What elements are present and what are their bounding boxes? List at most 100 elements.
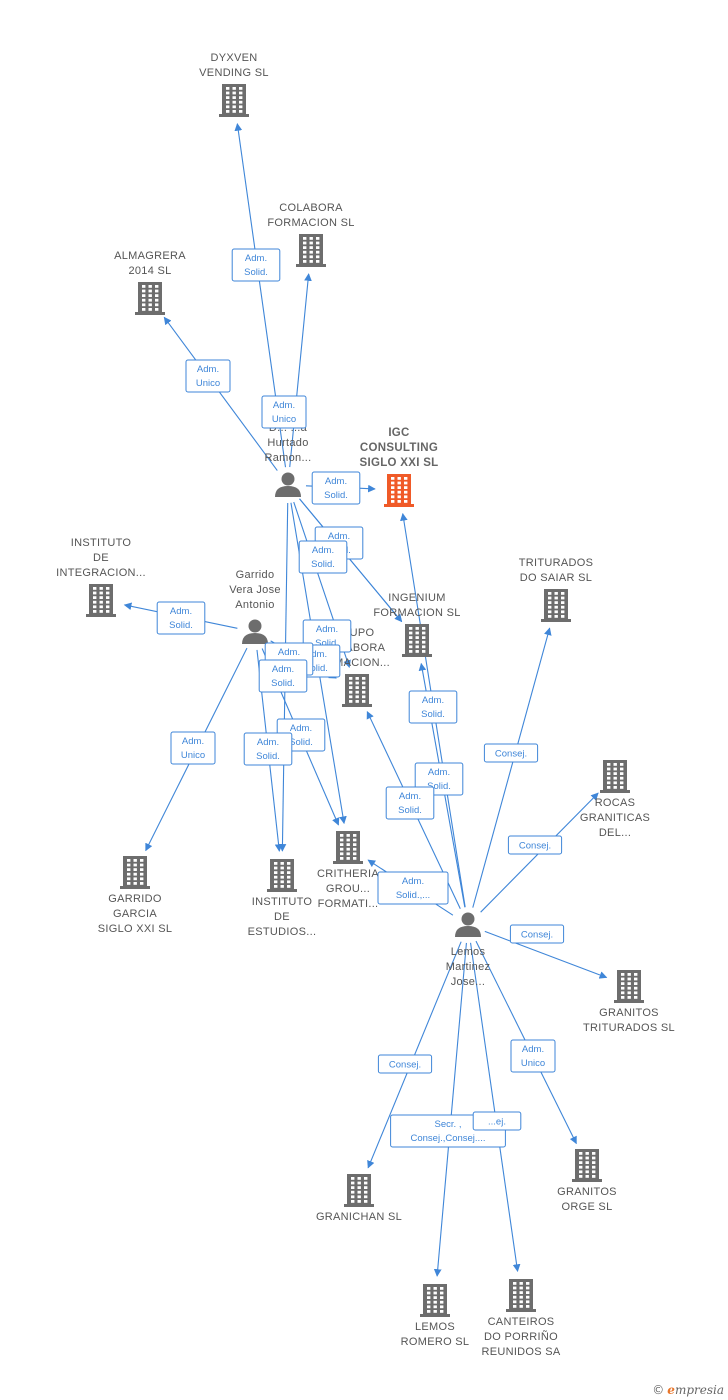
relation-label-20[interactable]: Adm.Solid.,... (377, 871, 449, 905)
node-label-line: DYXVEN (210, 52, 257, 64)
relation-label-text: Adm. (522, 1044, 544, 1055)
relation-label-24[interactable]: ...ej. (472, 1111, 522, 1131)
relation-label-text: Adm. (399, 791, 421, 802)
node-label-line: Lemos (451, 946, 486, 958)
node-label-line: INTEGRACION... (56, 567, 146, 579)
node-label-line: 2014 SL (128, 265, 171, 277)
relation-label-22[interactable]: Adm.Unico (510, 1039, 556, 1073)
relation-label-text: Adm. (428, 767, 450, 778)
relation-label-text: Solid. (256, 751, 280, 762)
relation-label-12[interactable]: Adm.Solid. (243, 732, 293, 766)
node-label-line: ALMAGRERA (114, 250, 186, 262)
node-label-line: TRITURADOS SL (583, 1022, 675, 1034)
node-colabora[interactable]: COLABORA FORMACION SL (267, 202, 354, 267)
relation-label-text: Adm. (325, 476, 347, 487)
relation-label-17[interactable]: Consej. (483, 743, 539, 763)
relation-label-6[interactable]: Adm.Solid. (302, 619, 352, 653)
node-label-line: Jose... (451, 976, 486, 988)
node-almagrera[interactable]: ALMAGRERA 2014 SL (114, 250, 186, 315)
node-label-line: FORMACION SL (267, 217, 354, 229)
building-icon (600, 760, 630, 793)
relation-label-13[interactable]: Adm.Solid. (258, 659, 308, 693)
relation-label-text: Adm. (273, 400, 295, 411)
relation-label-text: Solid. (289, 737, 313, 748)
relation-label-text: Solid. (304, 663, 328, 674)
person-icon (455, 912, 481, 937)
relation-label-text: Consej. (495, 749, 527, 760)
node-crytheria[interactable]: CRITHERIAGROU...FORMATI... (317, 831, 379, 910)
relation-label-text: Solid. (311, 559, 335, 570)
relation-label-text: Consej. (521, 930, 553, 941)
relation-label-text: Adm. (290, 723, 312, 734)
node-granitos-triturados[interactable]: GRANITOS TRITURADOS SL (583, 970, 675, 1034)
relation-label-21[interactable]: Consej. (377, 1054, 433, 1074)
node-label-line: Hurtado (267, 437, 308, 449)
node-label-line: Vera Jose (229, 584, 281, 596)
relation-label-0[interactable]: Adm.Solid. (231, 248, 281, 282)
building-icon (267, 859, 297, 892)
node-label-line: ROMERO SL (401, 1336, 470, 1348)
relation-label-text: Unico (196, 378, 220, 389)
node-label-line: SIGLO XXI SL (359, 457, 438, 469)
node-label-line: ROCAS (595, 797, 636, 809)
building-icon (614, 970, 644, 1003)
relation-label-1[interactable]: Adm.Unico (261, 395, 307, 429)
relation-label-19[interactable]: Consej. (509, 924, 565, 944)
node-rocas[interactable]: ROCASGRANITICASDEL... (580, 760, 650, 839)
node-lemos-martinez[interactable]: LemosMartinezJose... (446, 912, 491, 989)
node-label-line: GRANITOS (599, 1007, 659, 1019)
relation-label-text: Adm. (316, 624, 338, 635)
node-label-line: Antonio (235, 599, 274, 611)
node-label-line: DE (93, 552, 109, 564)
node-label-line: DO PORRIÑO (484, 1330, 558, 1343)
relation-labels-layer: Adm.Solid.Adm.UnicoAdm.UnicoAdm.Solid.Ad… (156, 248, 565, 1148)
relation-label-11[interactable]: Adm.Unico (170, 731, 216, 765)
node-instituto-int[interactable]: INSTITUTO DE INTEGRACION... (56, 537, 146, 617)
node-label-line: REUNIDOS SA (481, 1346, 560, 1358)
node-label-line: Ramon... (264, 452, 311, 464)
edge-lemos_martinez-lemos_romero (433, 942, 467, 1277)
relation-label-18[interactable]: Consej. (507, 835, 563, 855)
node-instituto-est[interactable]: INSTITUTODEESTUDIOS... (248, 859, 317, 938)
node-dhr[interactable]: D... ...aHurtadoRamon... (264, 422, 311, 497)
relation-label-text: Adm. (422, 695, 444, 706)
node-label-line: DEL... (599, 827, 631, 839)
relation-label-text: Adm. (182, 736, 204, 747)
relation-label-3[interactable]: Adm.Solid. (311, 471, 361, 505)
node-label-line: INSTITUTO (71, 537, 132, 549)
relation-label-16[interactable]: Adm.Solid. (385, 786, 435, 820)
node-label-line: COLABORA (279, 202, 343, 214)
relation-label-text: Adm. (312, 545, 334, 556)
brand-initial: e (667, 1383, 675, 1397)
relation-label-2[interactable]: Adm.Unico (185, 359, 231, 393)
edge-dhr-almagrera (163, 316, 278, 471)
relation-label-15[interactable]: Adm. Solid. (408, 690, 458, 724)
node-label-line: GRANITOS (557, 1186, 617, 1198)
relation-label-text: Consej. (519, 841, 551, 852)
node-label-line: FORMATI... (318, 898, 379, 910)
building-icon (342, 674, 372, 707)
relation-label-text: Secr. , (435, 1119, 462, 1130)
relation-label-9[interactable]: Adm.Solid. (156, 601, 206, 635)
relation-label-text: Adm. (278, 647, 300, 658)
relation-label-text: Solid. (271, 678, 295, 689)
node-granichan[interactable]: GRANICHAN SL (316, 1174, 402, 1223)
node-label-line: Garrido (236, 569, 275, 581)
relation-label-text: Consej.,Consej.... (411, 1133, 486, 1144)
node-label-line: INSTITUTO (252, 896, 313, 908)
relation-label-text: Adm. (402, 876, 424, 887)
node-label-line: ...MACION... (324, 657, 390, 669)
relation-label-5[interactable]: Adm. Solid. (298, 540, 348, 574)
building-icon (333, 831, 363, 864)
relation-label-text: Solid. (421, 709, 445, 720)
